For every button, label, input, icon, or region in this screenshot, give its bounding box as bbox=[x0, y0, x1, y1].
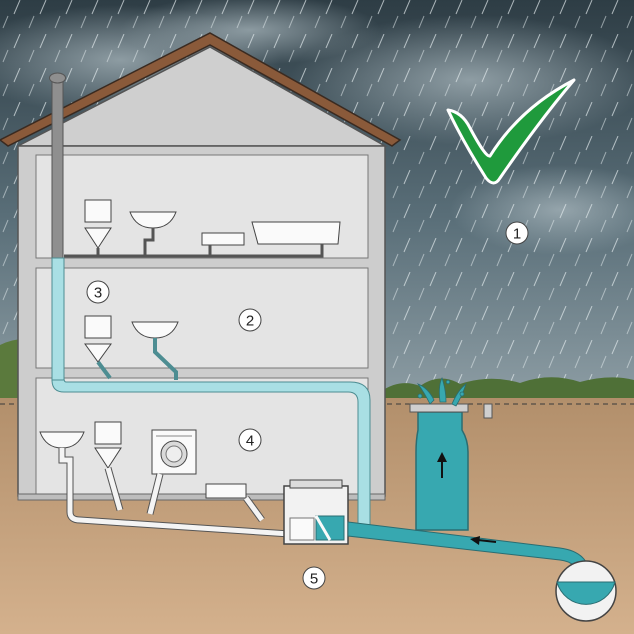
label-5-text: 5 bbox=[310, 571, 318, 588]
label-4: 4 bbox=[238, 428, 262, 452]
washing-machine bbox=[151, 429, 197, 475]
middle-sink bbox=[131, 321, 179, 380]
label-4-text: 4 bbox=[246, 433, 254, 450]
middle-toilet bbox=[84, 315, 112, 380]
drain-stack-upper bbox=[51, 257, 65, 381]
basement-shower-tray bbox=[205, 483, 247, 499]
left-arrow-icon bbox=[470, 536, 497, 545]
foundation bbox=[17, 493, 386, 501]
vent-stack bbox=[51, 79, 64, 261]
label-5: 5 bbox=[302, 566, 326, 590]
label-2: 2 bbox=[238, 308, 262, 332]
label-3: 3 bbox=[86, 280, 110, 304]
basement-drain-pipe-inner bbox=[59, 448, 291, 537]
main-sewer bbox=[555, 560, 617, 622]
upper-shower-tray bbox=[201, 232, 245, 256]
up-arrow-icon bbox=[437, 452, 447, 478]
basement-toilet bbox=[94, 421, 122, 469]
label-1: 1 bbox=[505, 221, 529, 245]
backwater-valve bbox=[283, 479, 349, 545]
label-2-text: 2 bbox=[246, 313, 254, 330]
upper-bathtub bbox=[64, 221, 341, 258]
basement-branch-inner bbox=[243, 496, 265, 522]
basement-branch-inner bbox=[147, 473, 163, 515]
basement-branch-inner bbox=[105, 467, 123, 511]
roof bbox=[0, 32, 402, 147]
checkmark-icon bbox=[446, 78, 576, 185]
basement bbox=[35, 377, 369, 497]
water-overflow bbox=[416, 376, 467, 407]
label-1-text: 1 bbox=[513, 226, 521, 243]
vent-cap bbox=[49, 72, 66, 84]
upper-toilet bbox=[64, 199, 112, 258]
label-3-text: 3 bbox=[94, 285, 102, 302]
